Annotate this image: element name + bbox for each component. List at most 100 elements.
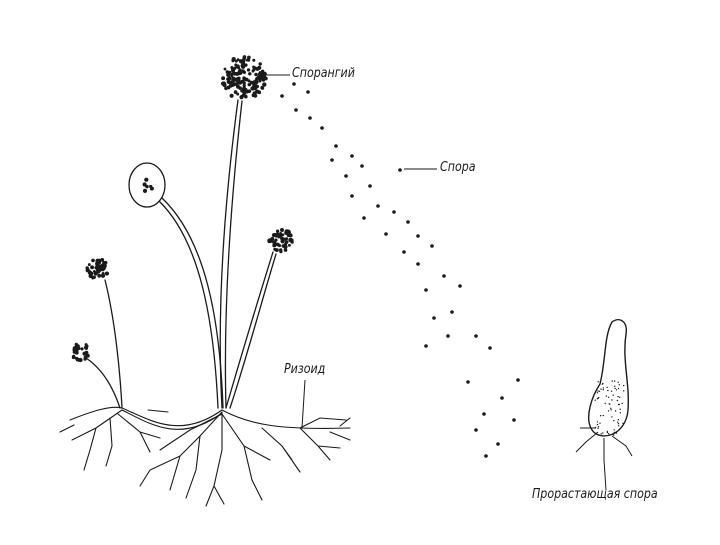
free-spore <box>330 158 334 162</box>
germ-stipple-dot <box>614 386 615 387</box>
germ-stipple-dot <box>615 388 616 389</box>
germ-stipple-dot <box>608 410 609 411</box>
spore-dot <box>284 238 287 241</box>
germ-stipple-dot <box>613 395 614 396</box>
spore-dot <box>289 233 293 237</box>
spore-dot <box>243 55 247 59</box>
germ-stipple-dot <box>614 429 615 430</box>
germinating-spore-label: Прорастающая спора <box>532 487 658 502</box>
germ-stipple-dot <box>619 397 620 398</box>
germ-stipple-dot <box>610 409 611 410</box>
spore-dot <box>252 93 256 97</box>
free-spore <box>368 184 372 188</box>
spore-dot <box>94 271 98 275</box>
spore-dot <box>257 66 261 70</box>
spore-dot <box>72 355 75 358</box>
spore-dot <box>143 189 147 193</box>
germ-stipple-dot <box>602 383 603 384</box>
germ-stipple-dot <box>615 410 616 411</box>
spore-dot <box>221 76 225 80</box>
free-spore <box>474 334 478 338</box>
sporangium-right <box>267 228 293 253</box>
free-spore <box>424 344 428 348</box>
spore-dot <box>88 263 91 266</box>
germ-stipple-dot <box>606 395 607 396</box>
germ-stipple-dot <box>623 390 624 391</box>
free-spore <box>392 210 396 214</box>
free-spore <box>334 144 338 148</box>
spore-dot <box>276 232 280 236</box>
germ-stipple-dot <box>618 388 619 389</box>
stalk-right-inner <box>230 254 276 408</box>
free-spore <box>512 418 516 422</box>
free-spore <box>292 82 296 86</box>
spore-dot <box>224 68 227 71</box>
spore-dot <box>275 248 279 252</box>
spore-dot <box>91 259 95 263</box>
rhizoid-left-branch <box>60 410 168 470</box>
spore-dot <box>278 244 281 247</box>
germ-stipple-dot <box>622 423 623 424</box>
free-spore <box>466 380 470 384</box>
spore-dot <box>255 89 259 93</box>
spore-dot <box>76 358 80 362</box>
germ-stipple-dot <box>618 382 619 383</box>
free-spore <box>406 220 410 224</box>
free-spore <box>458 284 462 288</box>
germ-stipple-dot <box>600 415 601 416</box>
spore-dot <box>237 58 240 61</box>
spore-dot <box>226 73 230 77</box>
free-spore <box>384 232 388 236</box>
germ-stipple-dot <box>616 389 617 390</box>
rhizoid-center-branch <box>140 412 270 506</box>
free-spore <box>320 126 324 130</box>
germ-stipple-dot <box>619 384 620 385</box>
germ-stipple-dot <box>610 408 611 409</box>
free-spore <box>484 454 488 458</box>
stalk-oval-inner <box>162 198 223 408</box>
free-spore <box>500 396 504 400</box>
free-spore <box>442 274 446 278</box>
germ-stipple-dot <box>598 397 599 398</box>
germ-stipple-dot <box>611 416 612 417</box>
germ-stipple-dot <box>617 422 618 423</box>
spore-dot <box>248 83 251 86</box>
spore-dot <box>254 73 258 77</box>
germ-stipple-dot <box>597 421 598 422</box>
germ-stipple-dot <box>602 432 603 433</box>
spore-dot <box>101 265 105 269</box>
rhizoid-network <box>60 407 350 506</box>
spore-dot <box>85 345 88 348</box>
germ-stipple-dot <box>620 412 621 413</box>
spore-dot <box>252 68 255 71</box>
germ-stipple-dot <box>603 415 604 416</box>
germ-stipple-dot <box>620 409 621 410</box>
spore-dot <box>272 233 276 237</box>
germ-stipple-dot <box>609 403 610 404</box>
free-spore <box>416 262 420 266</box>
germ-stipple-dot <box>622 403 623 404</box>
spore-dot <box>230 83 234 87</box>
sporangium-label: Спорангий <box>292 66 355 81</box>
germ-rhizoids <box>576 428 632 490</box>
hyphae-stalks <box>86 100 276 408</box>
sporangium-oval <box>129 163 165 207</box>
free-spore <box>496 442 500 446</box>
free-spore <box>430 244 434 248</box>
germ-stipple-dot <box>597 392 598 393</box>
germ-stipple-dot <box>613 434 614 435</box>
spore-dot <box>85 351 89 355</box>
germ-stipple-dot <box>617 400 618 401</box>
germ-stipple-dot <box>603 389 604 390</box>
spore-dot <box>261 87 264 90</box>
spore-dot <box>280 228 284 232</box>
germ-stipple-dot <box>612 380 613 381</box>
spore-dot <box>282 244 285 247</box>
spore-dot <box>96 259 100 263</box>
spore-label: Спора <box>440 160 475 175</box>
spore-dot <box>101 274 105 278</box>
spore-dot <box>236 93 239 96</box>
free-spore <box>474 428 478 432</box>
spore-dot <box>262 82 266 86</box>
